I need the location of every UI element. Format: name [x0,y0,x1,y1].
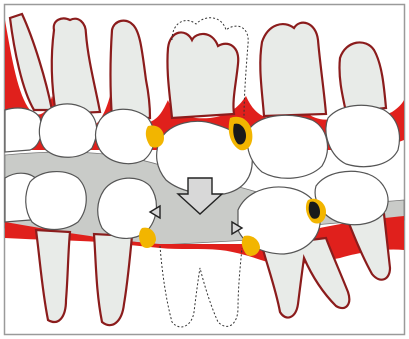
upper-crown-5 [247,115,327,178]
upper-crown-1 [5,108,42,152]
upper-crown-2 [39,104,96,157]
lower-crown-2 [26,172,87,230]
upper-root-5 [260,23,326,116]
upper-root-4 [167,32,238,118]
upper-crown-6 [326,105,399,166]
upper-crown-3 [96,109,155,163]
